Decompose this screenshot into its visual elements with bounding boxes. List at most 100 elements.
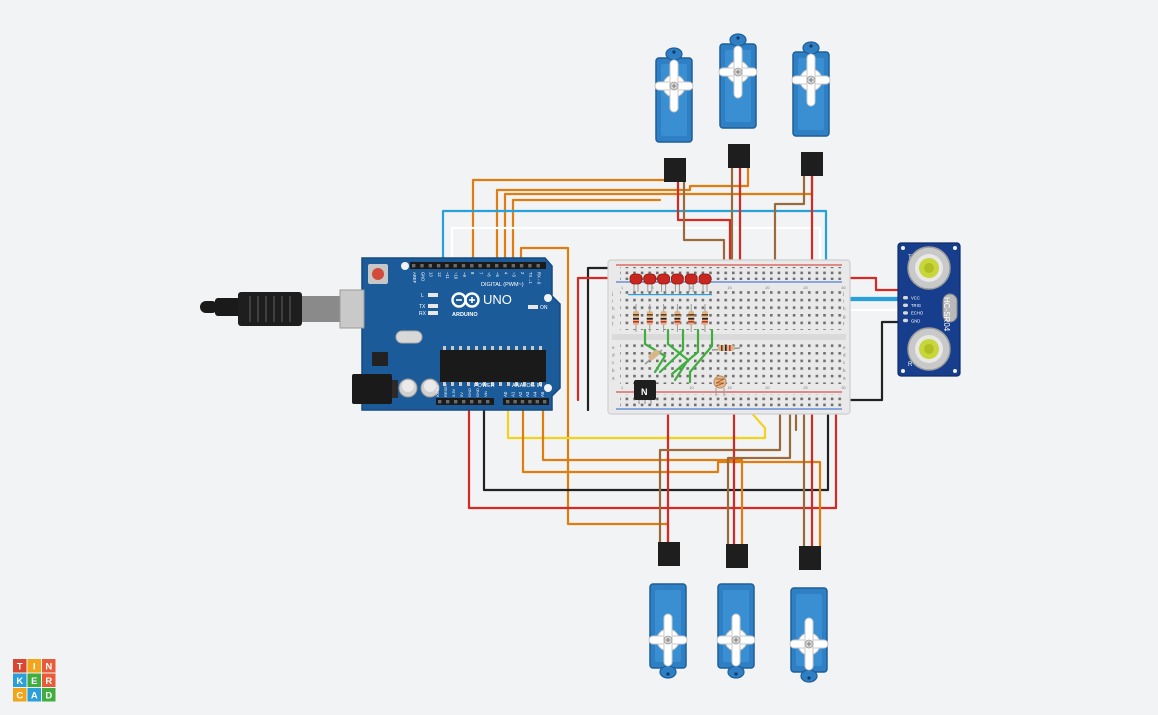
wire-green-4[interactable] [670, 328, 700, 376]
servo-top-left[interactable] [654, 47, 694, 182]
servo-bottom-middle[interactable] [716, 544, 756, 679]
power-pin-hole[interactable] [462, 400, 466, 404]
sensor-pin[interactable] [903, 311, 908, 315]
power-pin-label: IOREF [435, 384, 440, 397]
servo-top-middle[interactable] [718, 33, 758, 168]
wire-red-servo-top-left[interactable] [676, 170, 732, 270]
sensor-pin[interactable] [903, 296, 908, 300]
row-letter-left: j [611, 291, 613, 296]
digital-pin-hole[interactable] [486, 264, 491, 268]
sensor-r-label: R [908, 362, 913, 368]
analog-pin-hole[interactable] [520, 400, 525, 404]
digital-pin-hole[interactable] [461, 264, 466, 268]
servo-connector[interactable] [728, 144, 750, 168]
led[interactable] [671, 273, 684, 285]
led[interactable] [629, 273, 643, 285]
extra-resistor[interactable] [644, 349, 663, 365]
wire-red-sensor-vcc[interactable] [838, 276, 902, 292]
digital-pin-hole[interactable] [478, 264, 482, 268]
arduino-board[interactable]: L TX RX ON UNO ARDUINO DIGITAL (PWM~) AR… [339, 257, 561, 411]
led[interactable] [657, 273, 670, 285]
digital-pin-label: 7 [478, 272, 483, 275]
digital-pin-hole[interactable] [436, 264, 441, 268]
wire-brown-servo-bottom-left[interactable] [658, 402, 782, 547]
npn-transistor[interactable]: N [634, 380, 656, 404]
wire-orange-servo-pin[interactable] [511, 198, 662, 270]
digital-pin-hole[interactable] [519, 264, 524, 268]
led[interactable] [684, 273, 698, 285]
analog-header[interactable] [503, 398, 549, 405]
digital-pin-hole[interactable] [412, 264, 416, 268]
power-pin-hole[interactable] [486, 400, 490, 404]
wire-black-sensor-gnd[interactable] [833, 320, 902, 402]
wire-green-2[interactable] [666, 328, 690, 382]
servo-connector[interactable] [799, 546, 821, 570]
wire-orange-servo-top-middle[interactable] [495, 166, 750, 270]
digital-pin-hole[interactable] [453, 264, 457, 268]
sensor-pin[interactable] [903, 303, 908, 307]
logo-tile [13, 688, 27, 702]
wire-red-arduino-5v[interactable] [467, 402, 838, 510]
digital-pin-label: ~6 [487, 272, 492, 277]
wire-black-gnd-top[interactable] [586, 266, 614, 412]
wire-orange-servo-top-left[interactable] [471, 168, 672, 270]
analog-header-label: ANALOG IN [512, 383, 542, 389]
wire-black-arduino-gnd[interactable] [482, 402, 830, 492]
digital-pin-hole[interactable] [511, 264, 515, 268]
wire-green-3[interactable] [658, 328, 685, 374]
digital-pin-hole[interactable] [445, 264, 449, 268]
led[interactable] [698, 273, 712, 285]
digital-pin-hole[interactable] [528, 264, 532, 268]
row-letter-right: i [843, 299, 844, 304]
servo-top-right[interactable] [791, 41, 831, 176]
wire-brown-servo-top-right[interactable] [773, 174, 806, 270]
servo-bottom-right[interactable] [789, 546, 829, 683]
analog-pin-hole[interactable] [543, 400, 547, 404]
servo-connector[interactable] [801, 152, 823, 176]
usb-cable [200, 289, 365, 329]
digital-pin-label: GND [420, 272, 425, 281]
servo-connector[interactable] [726, 544, 748, 568]
analog-pin-hole[interactable] [535, 400, 539, 404]
digital-pin-hole[interactable] [428, 264, 432, 268]
digital-pin-hole[interactable] [536, 264, 540, 268]
ldr-resistor[interactable] [711, 345, 741, 351]
led[interactable] [643, 273, 657, 285]
wire-green-5[interactable] [688, 328, 714, 384]
wire-orange-a2[interactable] [521, 402, 822, 550]
logo-letter: K [16, 676, 23, 687]
power-pin-hole[interactable] [478, 400, 482, 404]
logo-letter: D [45, 690, 52, 701]
sensor-pin[interactable] [903, 318, 908, 323]
servo-bottom-left[interactable] [648, 542, 688, 679]
digital-pin-hole[interactable] [470, 264, 474, 268]
board-model: UNO [483, 292, 512, 307]
wire-brown-servo-bottom-middle[interactable] [726, 402, 792, 548]
power-pin-hole[interactable] [438, 400, 442, 404]
digital-pin-hole[interactable] [420, 264, 424, 268]
photoresistor[interactable] [713, 375, 727, 396]
power-pin-label: GND [475, 388, 480, 397]
power-pin-hole[interactable] [454, 400, 458, 404]
analog-pin-hole[interactable] [513, 400, 517, 404]
digital-pin-hole[interactable] [495, 264, 499, 268]
digital-header[interactable] [410, 262, 546, 269]
power-pin-hole[interactable] [470, 400, 474, 404]
wire-green-1[interactable] [643, 328, 667, 374]
analog-pin-hole[interactable] [506, 400, 510, 404]
col-number-top: 10 [689, 286, 693, 290]
analog-pin-hole[interactable] [528, 400, 532, 404]
servo-connector[interactable] [664, 158, 686, 182]
wire-red-5v-top[interactable] [576, 276, 614, 402]
board-brand: ARDUINO [452, 312, 478, 318]
power-pin-hole[interactable] [446, 400, 450, 404]
wire-orange-a4[interactable] [541, 402, 744, 548]
wire-blue-sensor[interactable] [441, 209, 902, 300]
digital-pin-label: AREF [412, 272, 417, 284]
digital-pin-hole[interactable] [503, 264, 507, 268]
power-jack[interactable] [352, 374, 392, 404]
analog-pin-label: A3 [525, 391, 530, 397]
sensor-pin-label: GND [911, 318, 920, 323]
servo-connector[interactable] [658, 542, 680, 566]
